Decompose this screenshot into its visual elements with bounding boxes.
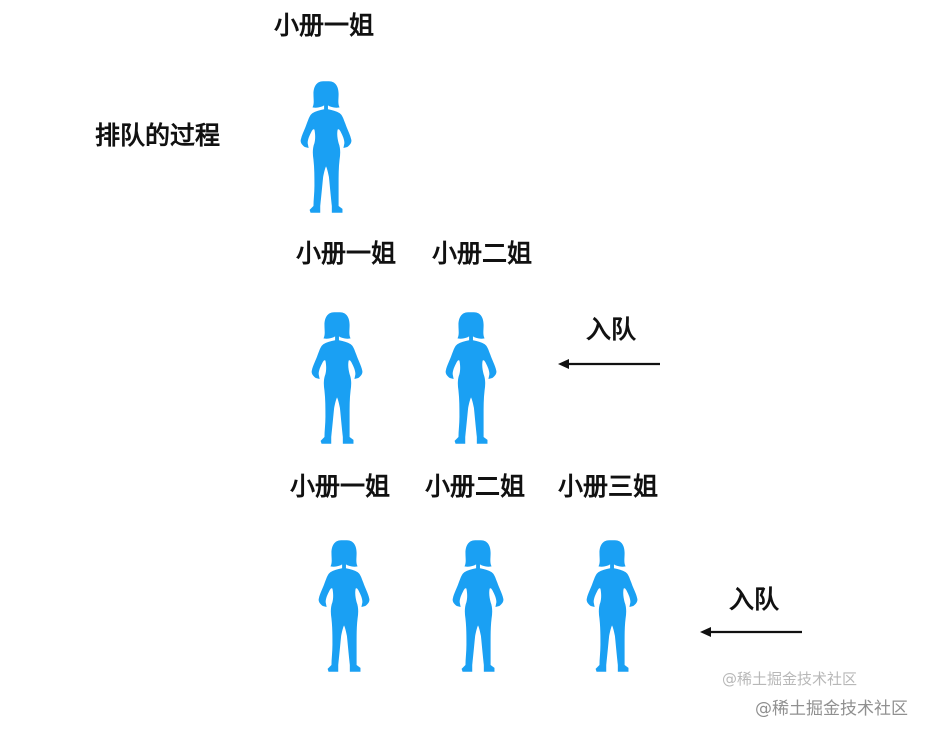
person-silhouette-icon	[584, 537, 642, 675]
person-silhouette-icon	[443, 309, 501, 447]
person-silhouette-icon	[316, 537, 374, 675]
watermark-faint: @稀土掘金技术社区	[722, 670, 858, 688]
person-silhouette-icon	[450, 537, 508, 675]
row2-enqueue-label: 入队	[586, 315, 637, 344]
diagram-title: 排队的过程	[95, 121, 221, 150]
row2-name-1: 小册一姐	[296, 239, 397, 268]
row3-name-1: 小册一姐	[290, 472, 391, 501]
row3-enqueue-label: 入队	[729, 585, 780, 614]
person-silhouette-icon	[309, 309, 367, 447]
row2-name-2: 小册二姐	[432, 239, 533, 268]
row3-name-2: 小册二姐	[425, 472, 526, 501]
row1-name-1: 小册一姐	[274, 11, 375, 40]
left-arrow-icon	[558, 357, 660, 371]
watermark: @稀土掘金技术社区	[755, 699, 908, 719]
row3-name-3: 小册三姐	[558, 472, 659, 501]
left-arrow-icon	[700, 625, 802, 639]
person-silhouette-icon	[298, 78, 356, 216]
